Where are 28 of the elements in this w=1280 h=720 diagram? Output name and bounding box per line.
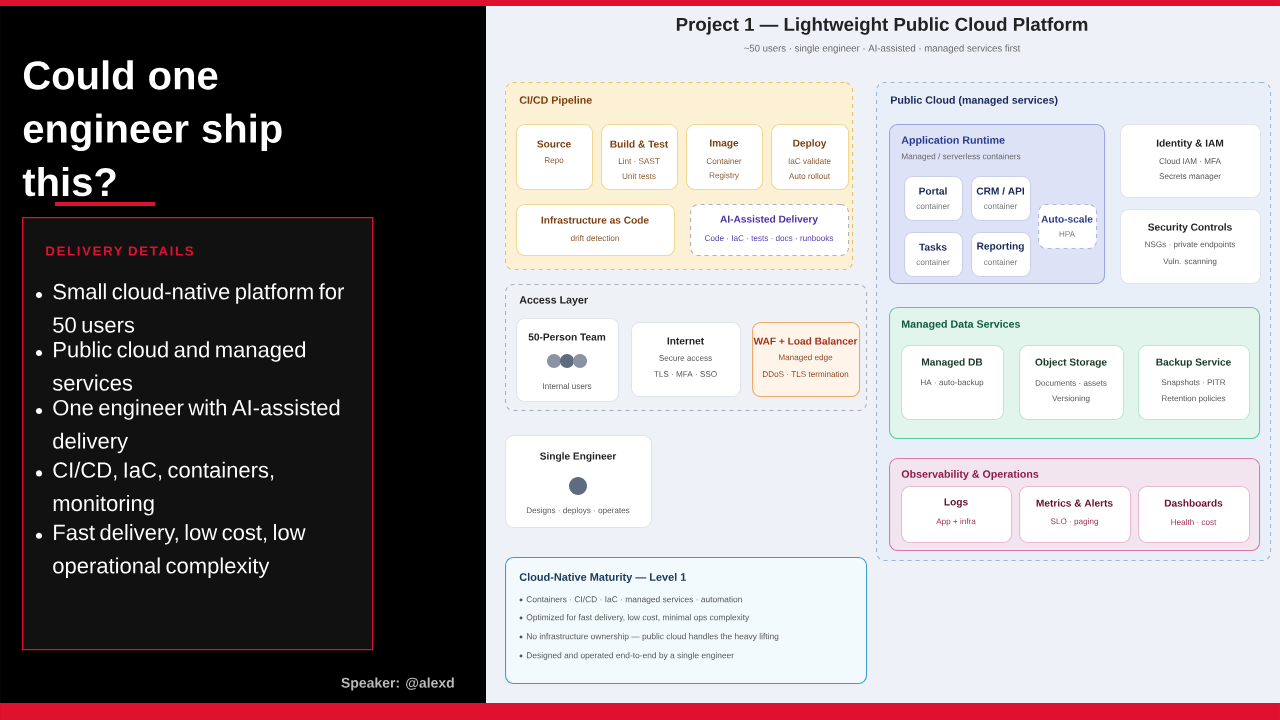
service-card: Dashboards Health · cost [1138, 486, 1251, 544]
service-card: Logs App + infra [901, 486, 1013, 544]
service-card: Security Controls NSGs · private endpoints Vuln. scanning [1120, 209, 1262, 285]
service-card: Internet Secure access TLS · MFA · SSO [631, 322, 742, 398]
container-card: Portal container [904, 176, 964, 222]
stage-card: Build & Test Lint · SAST Unit tests [601, 124, 679, 191]
details-panel: DELIVERY DETAILS Small cloud-native platform for 50 users Public cloud and managed services One engineer with AI-assisted delivery CI/CD, IaC, containers, monitoring Fast delivery, low cost, low operational complexity [22, 217, 374, 651]
container-card: Tasks container [904, 232, 964, 278]
service-card: Metrics & Alerts SLO · paging [1019, 486, 1132, 544]
service-card: Single Engineer Designs · deploys · operates [505, 435, 653, 529]
stage-card: Infrastructure as Code drift detection [516, 204, 676, 257]
service-card: Identity & IAM Cloud IAM · MFA Secrets manager [1120, 124, 1262, 199]
container-card: CRM / API container [971, 176, 1032, 222]
service-card: Backup Service Snapshots · PITR Retention policies [1138, 345, 1251, 421]
container-card: Reporting container [971, 232, 1032, 278]
container-card: Auto-scale HPA [1038, 204, 1098, 250]
service-card: WAF + Load Balancer Managed edge DDoS · TLS termination [752, 322, 861, 398]
service-card: 50-Person Team Internal users [516, 318, 620, 403]
service-card: Object Storage Documents · assets Versioning [1019, 345, 1125, 421]
stage-card: Source Repo [516, 124, 594, 191]
stage-card: Deploy IaC validate Auto rollout [771, 124, 850, 191]
stage-card: AI-Assisted Delivery Code · IaC · tests · docs · runbooks [690, 204, 850, 257]
summary-card: Cloud-Native Maturity — Level 1 Containers · CI/CD · IaC · managed services · automation Optimized for fast delivery, low cost, minimal ops complexity No infrastructure ownership — public cloud handles the heavy lifting Designed and operated end-to-end by a single engineer [505, 557, 868, 685]
diagram-title: Project 1 — Lightweight Public Cloud Platform [676, 17, 1088, 35]
service-card: Managed DB HA · auto-backup [901, 345, 1005, 421]
speaker-credit: Speaker: @alexd [341, 677, 454, 691]
stage-card: Image Container Registry [686, 124, 764, 191]
subtitle: ~50 users · single engineer · AI-assisted · managed services first [744, 44, 1021, 54]
